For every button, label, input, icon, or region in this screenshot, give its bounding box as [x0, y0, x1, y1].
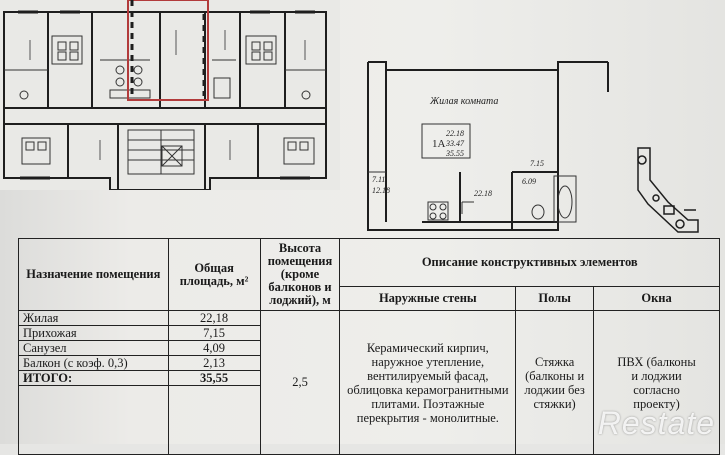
floors-text: Стяжка (балконы и лоджии без стяжки)	[515, 310, 595, 455]
header-purpose: Назначение помещения	[18, 238, 169, 311]
table-row-empty	[18, 385, 720, 455]
empty-cell	[167, 385, 261, 455]
header-height: Высота помещения (кроме балконов и лоджи…	[259, 238, 341, 311]
dim-room: 22.18	[474, 189, 492, 198]
apartment-plan: Жилая комната 1А 22.18 33.47 35.55 7.15 …	[367, 61, 609, 231]
empty-cell	[18, 385, 169, 455]
area-value-1: 22.18	[446, 129, 464, 138]
height-value: 2,5	[259, 310, 341, 455]
unit-label: 1А	[432, 138, 446, 150]
header-windows: Окна	[593, 286, 720, 311]
dim-balcony: 7.11	[372, 175, 385, 184]
key-plan	[637, 147, 699, 233]
header-floors: Полы	[515, 286, 595, 311]
windows-text: ПВХ (балконы и лоджии согласно проекту)	[593, 310, 720, 455]
row-name: Жилая	[18, 310, 169, 326]
table-row: Балкон (с коэф. 0,3) 2,13	[18, 355, 720, 371]
dim-bath: 6.09	[522, 177, 536, 186]
row-area: 4,09	[167, 340, 261, 356]
room-label: Жилая комната	[429, 96, 498, 107]
building-floor-plan	[0, 0, 340, 190]
total-area: 35,55	[167, 370, 261, 386]
header-outer-walls: Наружные стены	[339, 286, 517, 311]
room-specification-table: Назначение помещения Общая площадь, м² В…	[18, 238, 720, 455]
header-total-area: Общая площадь, м²	[167, 238, 261, 311]
row-area: 22,18	[167, 310, 261, 326]
row-name: Балкон (с коэф. 0,3)	[18, 355, 169, 371]
table-row-total: ИТОГО: 35,55	[18, 370, 720, 386]
row-name: Санузел	[18, 340, 169, 356]
row-name: Прихожая	[18, 325, 169, 341]
outer-walls-text: Керамический кирпич, наружное утепление,…	[339, 310, 517, 455]
watermark-logo: Restate	[597, 405, 715, 441]
area-value-2: 33.47	[445, 139, 465, 148]
table-row: Санузел 4,09	[18, 340, 720, 356]
dim-balcony-total: 12.18	[372, 186, 390, 195]
table-row: Прихожая 7,15	[18, 325, 720, 341]
table-row: Жилая 22,18 2,5 Керамический кирпич, нар…	[18, 310, 720, 455]
header-description: Описание конструктивных элементов	[339, 238, 720, 287]
area-value-3: 35.55	[445, 149, 464, 158]
row-area: 7,15	[167, 325, 261, 341]
total-label: ИТОГО:	[18, 370, 169, 386]
dim-hall: 7.15	[530, 159, 544, 168]
row-area: 2,13	[167, 355, 261, 371]
